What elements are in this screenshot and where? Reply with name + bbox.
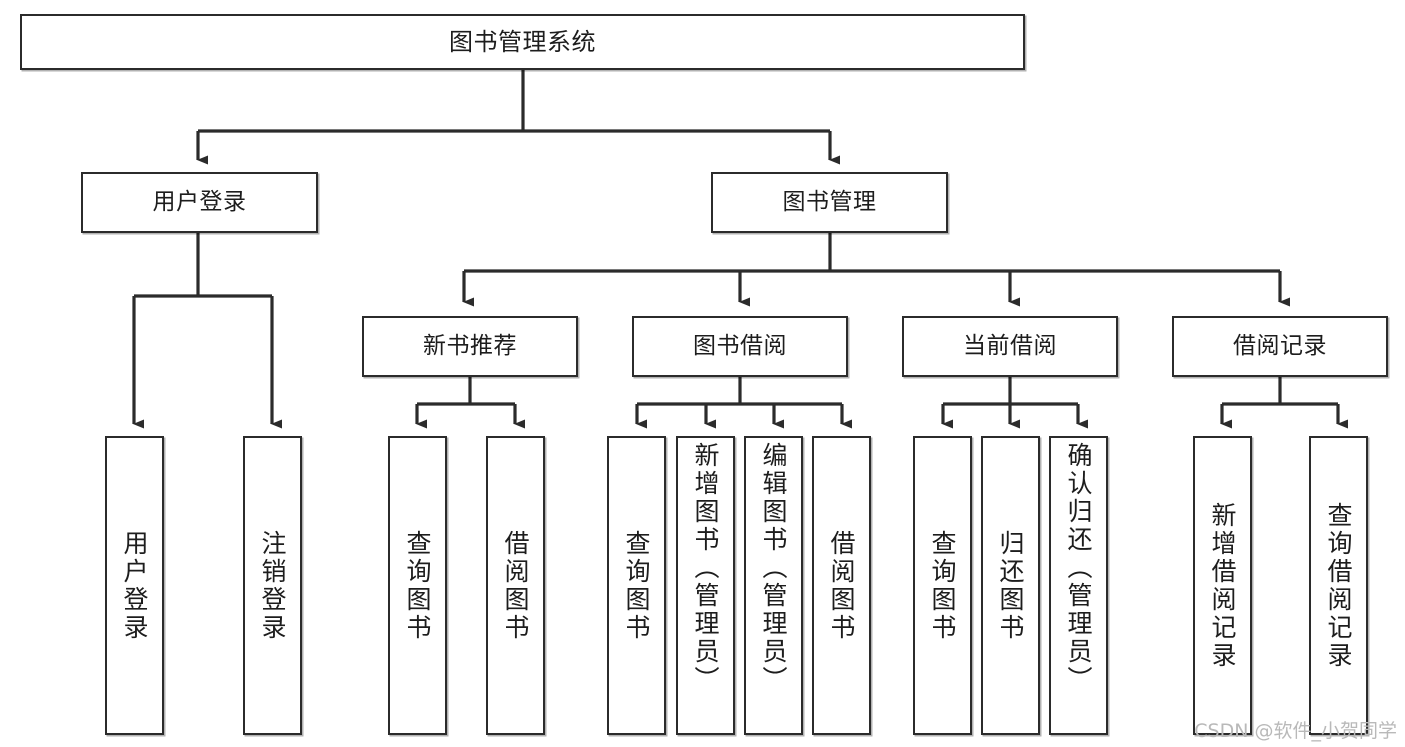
leaf-query-borrow-record[interactable]: 查询借阅记录 <box>1309 436 1368 735</box>
node-label: 借阅记录 <box>1233 332 1327 359</box>
node-label: 查询图书 <box>622 529 651 642</box>
node-book-borrow[interactable]: 图书借阅 <box>632 316 848 377</box>
leaf-borrow-book-newbook[interactable]: 借阅图书 <box>486 436 545 735</box>
node-label: 当前借阅 <box>963 332 1057 359</box>
node-borrow-record[interactable]: 借阅记录 <box>1172 316 1388 377</box>
node-label: 用户登录 <box>120 529 149 642</box>
node-label: 归还图书 <box>996 529 1025 642</box>
node-label: 图书管理 <box>782 188 877 215</box>
node-label: 用户登录 <box>152 188 247 215</box>
node-label: 新增借阅记录 <box>1208 501 1237 670</box>
node-label: 图书管理系统 <box>449 27 596 56</box>
watermark-text: CSDN @软件_小贺同学 <box>1194 720 1397 742</box>
node-current-borrow[interactable]: 当前借阅 <box>902 316 1118 377</box>
node-user-login[interactable]: 用户登录 <box>81 172 318 233</box>
leaf-add-book-admin[interactable]: 新增图书（管理员） <box>676 436 735 735</box>
leaf-return-book[interactable]: 归还图书 <box>981 436 1040 735</box>
node-label: 新增图书（管理员） <box>691 442 720 694</box>
node-book-management[interactable]: 图书管理 <box>711 172 948 233</box>
leaf-add-borrow-record[interactable]: 新增借阅记录 <box>1193 436 1252 735</box>
leaf-user-login[interactable]: 用户登录 <box>105 436 164 735</box>
node-new-book-recommend[interactable]: 新书推荐 <box>362 316 578 377</box>
leaf-confirm-return-admin[interactable]: 确认归还（管理员） <box>1049 436 1108 735</box>
node-label: 新书推荐 <box>423 332 517 359</box>
leaf-edit-book-admin[interactable]: 编辑图书（管理员） <box>744 436 803 735</box>
leaf-logout[interactable]: 注销登录 <box>243 436 302 735</box>
leaf-query-book-borrow[interactable]: 查询图书 <box>607 436 666 735</box>
node-label: 确认归还（管理员） <box>1064 442 1093 694</box>
node-label: 借阅图书 <box>501 529 530 642</box>
node-label: 查询图书 <box>928 529 957 642</box>
node-label: 图书借阅 <box>693 332 787 359</box>
leaf-query-book-newbook[interactable]: 查询图书 <box>388 436 447 735</box>
node-root-system[interactable]: 图书管理系统 <box>20 14 1025 70</box>
leaf-query-book-current[interactable]: 查询图书 <box>913 436 972 735</box>
node-label: 查询图书 <box>403 529 432 642</box>
leaf-borrow-book[interactable]: 借阅图书 <box>812 436 871 735</box>
node-label: 注销登录 <box>258 529 287 642</box>
node-label: 编辑图书（管理员） <box>759 442 788 694</box>
node-label: 借阅图书 <box>827 529 856 642</box>
node-label: 查询借阅记录 <box>1324 501 1353 670</box>
